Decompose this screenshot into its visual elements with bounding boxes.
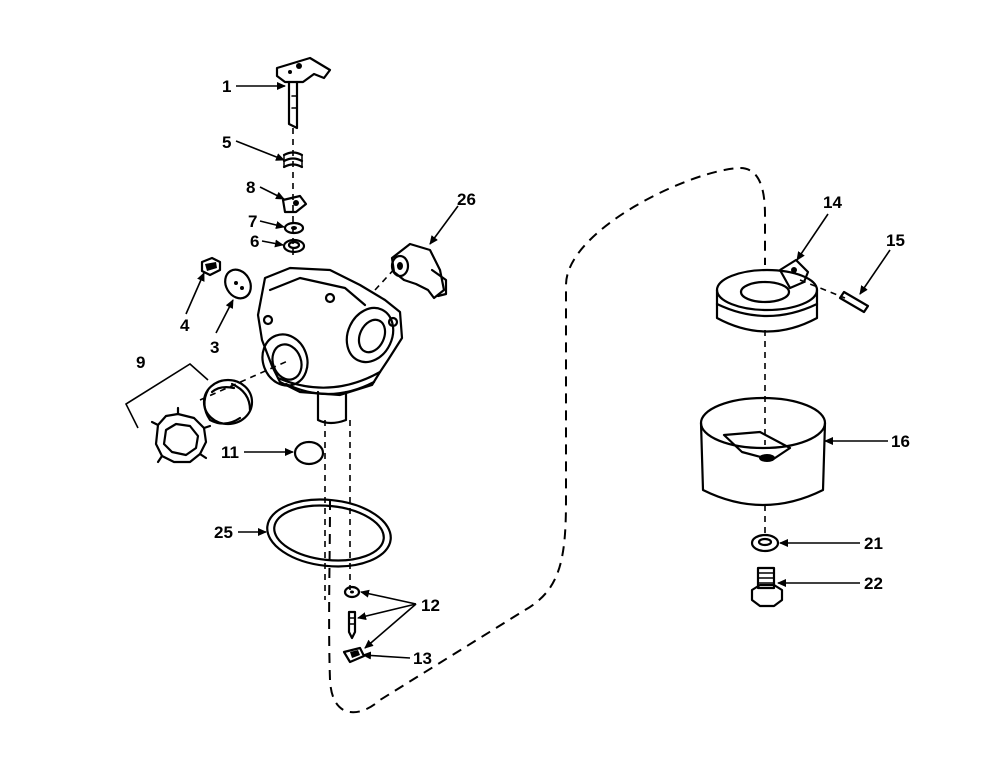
bracket-9 — [124, 363, 209, 429]
axis-primer — [199, 359, 291, 401]
throttle-plate-part — [224, 268, 252, 300]
bowl-nut-part — [750, 566, 784, 608]
leader-6 — [261, 239, 284, 248]
leader-3 — [215, 299, 234, 334]
label-12: 12 — [421, 596, 440, 615]
label-21: 21 — [864, 534, 883, 553]
label-15: 15 — [886, 231, 905, 250]
carburetor-body — [256, 266, 404, 425]
label-25: 25 — [214, 523, 233, 542]
label-1: 1 — [222, 77, 231, 96]
leader-5 — [235, 140, 285, 161]
leader-15 — [859, 249, 891, 295]
leader-8 — [259, 186, 285, 200]
screw-part — [200, 256, 222, 277]
washer-12-part — [343, 585, 361, 599]
label-8: 8 — [246, 178, 255, 197]
pin-part — [838, 290, 870, 314]
seal-part — [282, 238, 306, 254]
axis-fitting — [374, 264, 399, 291]
label-16: 16 — [891, 432, 910, 451]
axis-pin — [799, 279, 846, 299]
label-14: 14 — [823, 193, 842, 212]
label-26: 26 — [457, 190, 476, 209]
label-7: 7 — [248, 212, 257, 231]
leader-12c — [364, 603, 417, 649]
gasket-ring-part — [266, 498, 392, 568]
leader-12a — [360, 589, 417, 605]
leader-7 — [259, 220, 285, 229]
throttle-shaft-part — [275, 56, 332, 130]
label-13: 13 — [413, 649, 432, 668]
label-9: 9 — [136, 353, 145, 372]
leader-4 — [185, 272, 205, 315]
leader-14 — [796, 213, 829, 261]
clip-13-part — [342, 646, 366, 664]
label-11: 11 — [221, 443, 239, 462]
label-4: 4 — [180, 316, 190, 335]
disc-part — [293, 440, 325, 466]
float-part — [715, 258, 819, 333]
fuel-line-dashed-path — [328, 166, 766, 714]
washer-21-part — [750, 533, 780, 553]
leader-13 — [362, 651, 411, 660]
leader-12b — [357, 603, 417, 621]
label-3: 3 — [210, 338, 219, 357]
primer-retainer-part — [150, 406, 212, 464]
primer-bulb-part — [202, 378, 254, 426]
fitting-part — [390, 242, 448, 300]
spring-part — [282, 151, 304, 169]
label-22: 22 — [864, 574, 883, 593]
float-bowl-part — [699, 396, 827, 507]
label-6: 6 — [250, 232, 259, 251]
clip-part — [281, 194, 308, 214]
leader-26 — [429, 205, 459, 245]
needle-part — [347, 610, 357, 640]
washer-part — [283, 221, 305, 235]
label-5: 5 — [222, 133, 231, 152]
